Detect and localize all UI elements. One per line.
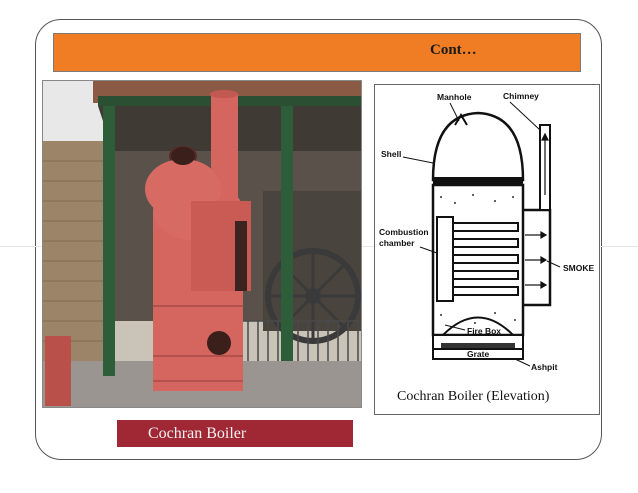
label-manhole: Manhole bbox=[437, 92, 472, 102]
label-fire-box: Fire Box bbox=[467, 326, 501, 336]
label-combustion-line1: Combustion bbox=[379, 227, 429, 237]
boiler-photo bbox=[42, 80, 362, 408]
boiler-diagram: Manhole Chimney Shell Combustion chamber… bbox=[374, 84, 600, 415]
slide-title: Cont… bbox=[430, 42, 477, 58]
label-combustion-line2: chamber bbox=[379, 238, 415, 248]
label-shell: Shell bbox=[381, 149, 401, 159]
dome-shell bbox=[431, 111, 525, 182]
label-smoke: SMOKE bbox=[563, 263, 595, 273]
label-grate: Grate bbox=[467, 349, 489, 359]
title-bar bbox=[53, 33, 581, 72]
photo-caption: Cochran Boiler bbox=[148, 425, 247, 442]
boiler-photo-illustration bbox=[43, 81, 361, 407]
label-ashpit: Ashpit bbox=[531, 362, 558, 372]
diagram-caption: Cochran Boiler (Elevation) bbox=[397, 389, 550, 404]
label-chimney: Chimney bbox=[503, 91, 539, 101]
caption-box bbox=[117, 420, 353, 447]
boiler-diagram-drawing: Manhole Chimney Shell Combustion chamber… bbox=[379, 91, 595, 404]
